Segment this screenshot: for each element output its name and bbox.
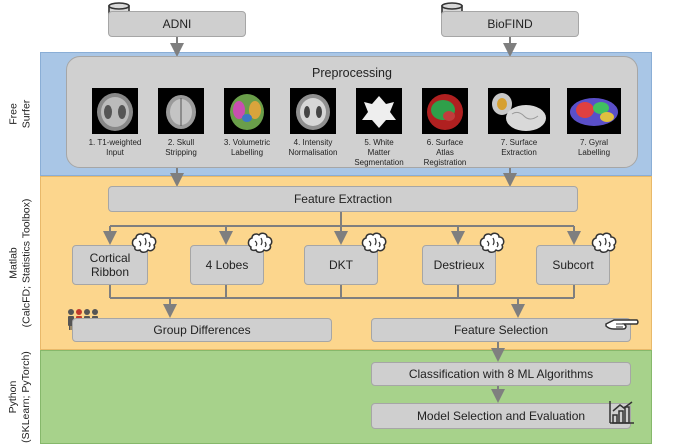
bar-chart-icon: [609, 401, 634, 424]
atlas-4-lobes: 4 Lobes: [190, 245, 264, 285]
atlas-destrieux: Destrieux: [422, 245, 496, 285]
atlas-dkt-label: DKT: [329, 258, 353, 272]
step-2-image: [158, 88, 204, 134]
model-selection-label: Model Selection and Evaluation: [416, 409, 586, 423]
step-7-image: [488, 88, 550, 134]
step-4-image: [290, 88, 336, 134]
pointing-hand-icon: [605, 319, 639, 330]
classification-box: Classification with 8 ML Algorithms: [371, 362, 631, 386]
atlas-subcort: Subcort: [536, 245, 610, 285]
model-selection-box: Model Selection and Evaluation: [371, 403, 631, 429]
step-5-image: [356, 88, 402, 134]
feature-selection-box: Feature Selection: [371, 318, 631, 342]
group-differences-box: Group Differences: [72, 318, 332, 342]
feature-extraction-box: Feature Extraction: [108, 186, 578, 212]
adni-label: ADNI: [162, 17, 192, 31]
feature-extraction-label: Feature Extraction: [293, 192, 393, 206]
atlas-4-lobes-label: 4 Lobes: [205, 258, 249, 272]
atlas-subcort-label: Subcort: [552, 258, 594, 272]
preprocessing-title: Preprocessing: [312, 66, 392, 80]
group-differences-label: Group Differences: [153, 323, 251, 337]
step-3-image: [224, 88, 270, 134]
brain-icon: [247, 232, 273, 253]
atlas-dkt: DKT: [304, 245, 378, 285]
brain-icon: [479, 232, 505, 253]
feature-selection-label: Feature Selection: [453, 323, 549, 337]
adni-box: ADNI: [108, 11, 246, 37]
brain-icon: [361, 232, 387, 253]
brain-icon: [131, 232, 157, 253]
brain-icon: [591, 232, 617, 253]
biofind-box: BioFIND: [441, 11, 579, 37]
biofind-label: BioFIND: [487, 17, 533, 31]
step-8-image: [567, 88, 621, 134]
atlas-destrieux-label: Destrieux: [433, 258, 485, 272]
step-1-image: [92, 88, 138, 134]
step-6-image: [422, 88, 468, 134]
classification-label: Classification with 8 ML Algorithms: [408, 367, 594, 381]
